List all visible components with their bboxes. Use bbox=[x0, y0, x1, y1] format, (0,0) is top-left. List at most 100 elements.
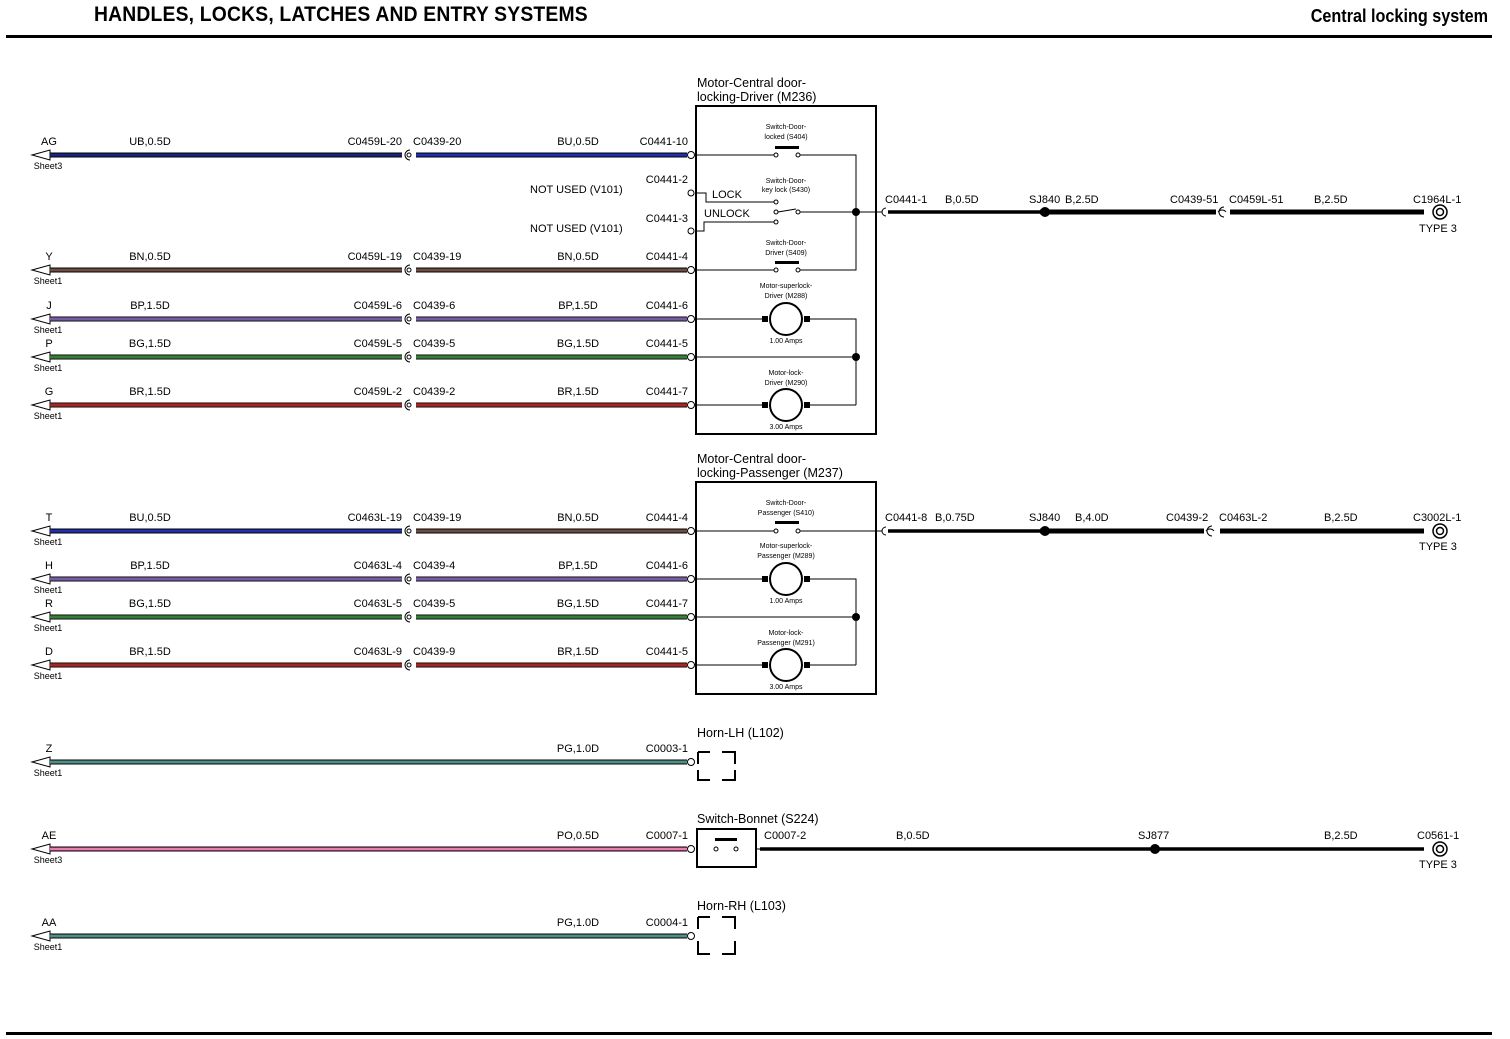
horn-lh: Horn-LH (L102) bbox=[697, 726, 784, 781]
pin-connector bbox=[687, 353, 695, 361]
source-arrow-icon bbox=[30, 313, 51, 325]
source-label: J bbox=[46, 300, 52, 312]
source-sheet: Sheet1 bbox=[34, 623, 63, 633]
pin-connector bbox=[687, 932, 695, 940]
wire-code: BR,1.5D bbox=[557, 646, 599, 658]
wire-code: PO,0.5D bbox=[557, 830, 599, 842]
splice-dot bbox=[852, 208, 860, 216]
motor-m289-label1: Motor-superlock- bbox=[760, 543, 813, 550]
wire-code: BN,0.5D bbox=[557, 512, 599, 524]
wire-code: PG,1.0D bbox=[557, 743, 599, 755]
passenger-module-title-line2: locking-Passenger (M237) bbox=[697, 466, 843, 480]
unused-pin-label: NOT USED (V101) bbox=[530, 184, 623, 196]
switch-s410-label1: Switch-Door- bbox=[766, 500, 807, 507]
inline-connector-icon bbox=[404, 264, 411, 276]
pin-connector bbox=[687, 266, 695, 274]
pin-connector bbox=[687, 661, 695, 669]
source-label: AG bbox=[41, 136, 57, 148]
horn-rh-symbol bbox=[697, 916, 736, 955]
connector-code: C0463L-9 bbox=[354, 646, 402, 658]
pin-code: C0441-6 bbox=[646, 560, 688, 572]
source-sheet: Sheet1 bbox=[34, 585, 63, 595]
connector-code: C0439-20 bbox=[413, 136, 461, 148]
wire-code: BG,1.5D bbox=[129, 598, 171, 610]
motor-m290-amps: 3.00 Amps bbox=[769, 424, 803, 431]
source-arrow-icon bbox=[30, 930, 51, 942]
ground-connector bbox=[1217, 206, 1227, 218]
motor-m289-amps: 1.00 Amps bbox=[769, 598, 803, 605]
switch-bonnet: Switch-Bonnet (S224) C0007-2 B,0.5D SJ87… bbox=[696, 812, 1459, 871]
switch-s409-label2: Driver (S409) bbox=[765, 250, 807, 257]
switch-s410-label2: Passenger (S410) bbox=[758, 510, 814, 517]
ground-connector bbox=[881, 526, 887, 536]
footer-rule bbox=[6, 1032, 1492, 1035]
wire-code: BR,1.5D bbox=[129, 646, 171, 658]
source-label: Y bbox=[45, 251, 53, 263]
ground-wire-code: B,0.5D bbox=[945, 194, 979, 206]
wire-code: BG,1.5D bbox=[129, 338, 171, 350]
motor-m290-label1: Motor-lock- bbox=[768, 370, 804, 377]
source-arrow-icon bbox=[30, 525, 51, 537]
ground-wire-code: B,0.5D bbox=[896, 830, 930, 842]
switch-s409-symbol bbox=[696, 212, 857, 273]
ground-pin: C0007-2 bbox=[764, 830, 806, 842]
source-sheet: Sheet1 bbox=[34, 671, 63, 681]
switch-s404-label1: Switch-Door- bbox=[766, 124, 807, 131]
unused-pin-code: C0441-3 bbox=[646, 213, 688, 225]
ground-connector bbox=[1205, 525, 1215, 537]
motor-m288-label1: Motor-superlock- bbox=[760, 283, 813, 290]
source-arrow-icon bbox=[30, 611, 51, 623]
source-arrow-icon bbox=[30, 399, 51, 411]
pin-code: C0441-4 bbox=[646, 512, 688, 524]
horn-lh-symbol bbox=[697, 751, 736, 781]
source-sheet: Sheet3 bbox=[34, 161, 63, 171]
horn-lh-title: Horn-LH (L102) bbox=[697, 726, 784, 740]
pin-connector bbox=[687, 575, 695, 583]
splice-dot bbox=[852, 613, 860, 621]
passenger-module-title-line1: Motor-Central door- bbox=[697, 452, 806, 466]
pin-connector bbox=[687, 151, 695, 159]
switch-s430-label1: Switch-Door- bbox=[766, 178, 807, 185]
ground-pin: C0441-1 bbox=[885, 194, 927, 206]
source-label: AE bbox=[42, 830, 57, 842]
inline-connector-pin bbox=[406, 402, 412, 408]
ground-type: TYPE 3 bbox=[1419, 859, 1457, 871]
wire-code: BN,0.5D bbox=[557, 251, 599, 263]
driver-module-title-line1: Motor-Central door- bbox=[697, 76, 806, 90]
switch-s409-label1: Switch-Door- bbox=[766, 240, 807, 247]
ground-splice: SJ840 bbox=[1029, 194, 1060, 206]
connector-code: C0463L-5 bbox=[354, 598, 402, 610]
section-title: HANDLES, LOCKS, LATCHES AND ENTRY SYSTEM… bbox=[94, 3, 588, 26]
inline-connector-pin bbox=[406, 354, 412, 360]
driver-module-title-line2: locking-Driver (M236) bbox=[697, 90, 816, 104]
source-arrow-icon bbox=[30, 756, 51, 768]
source-arrow-icon bbox=[30, 149, 51, 161]
inline-connector-pin bbox=[406, 152, 412, 158]
motor-m291-label2: Passenger (M291) bbox=[757, 640, 815, 647]
connector-code: C0459L-20 bbox=[348, 136, 402, 148]
source-sheet: Sheet1 bbox=[34, 325, 63, 335]
motor-m290-icon bbox=[696, 388, 856, 422]
source-arrow-icon bbox=[30, 659, 51, 671]
ground-wire-code: B,2.5D bbox=[1324, 512, 1358, 524]
inline-connector-icon bbox=[404, 313, 411, 325]
inline-connector-pin bbox=[406, 316, 412, 322]
inline-connector-pin bbox=[406, 528, 412, 534]
splice-dot bbox=[852, 353, 860, 361]
source-sheet: Sheet1 bbox=[34, 537, 63, 547]
connector-code: C0439-19 bbox=[413, 251, 461, 263]
wire-code: BG,1.5D bbox=[557, 338, 599, 350]
ground-wire-code: B,4.0D bbox=[1075, 512, 1109, 524]
inline-connector-pin bbox=[406, 267, 412, 273]
ground-connector-code: C0459L-51 bbox=[1229, 194, 1283, 206]
ground-connector-code: C0463L-2 bbox=[1219, 512, 1267, 524]
ground-connector-code: C0439-51 bbox=[1170, 194, 1218, 206]
pin-connector bbox=[687, 315, 695, 323]
source-arrow-icon bbox=[30, 843, 51, 855]
motor-m289-label2: Passenger (M289) bbox=[757, 553, 815, 560]
ground-type: TYPE 3 bbox=[1419, 223, 1457, 235]
wire-code: PG,1.0D bbox=[557, 917, 599, 929]
switch-s410-symbol bbox=[696, 521, 876, 534]
source-label: R bbox=[45, 598, 53, 610]
ground-eyelet-icon bbox=[1432, 841, 1448, 857]
